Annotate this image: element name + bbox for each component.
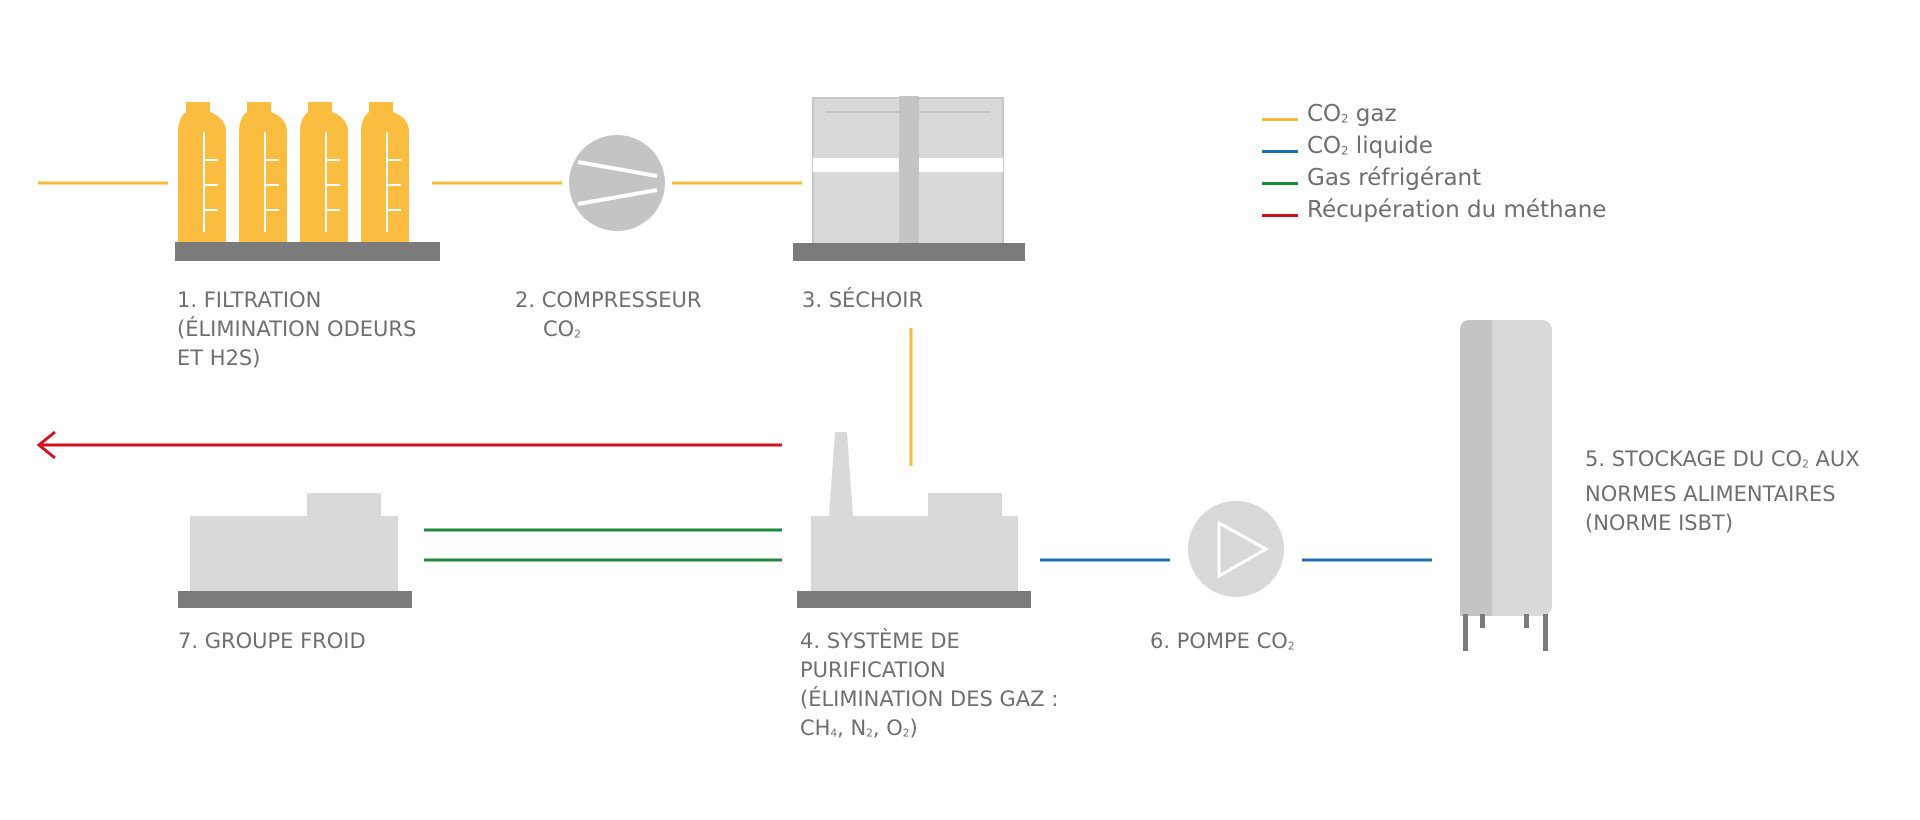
filter-cylinders-icon: [175, 102, 440, 261]
legend-label: Gas réfrigérant: [1307, 165, 1482, 191]
legend-swatch-methane: [1262, 214, 1298, 217]
storage-tank-icon: [1460, 320, 1552, 651]
label-dryer: 3. SÉCHOIR: [802, 288, 924, 312]
compressor-icon: [569, 135, 665, 231]
legend-swatch-co2-liquid: [1262, 150, 1298, 153]
label-compressor: 2. COMPRESSEUR CO2: [515, 288, 702, 341]
label-chiller: 7. GROUPE FROID: [178, 629, 366, 653]
label-purification: 4. SYSTÈME DE PURIFICATION (ÉLIMINATION …: [800, 629, 1059, 740]
legend-label: Récupération du méthane: [1307, 197, 1607, 223]
legend-swatch-co2-gas: [1262, 118, 1298, 121]
purification-unit-icon: [797, 432, 1031, 608]
pump-play-icon: [1188, 501, 1284, 597]
label-storage: 5. STOCKAGE DU CO2 AUX NORMES ALIMENTAIR…: [1585, 447, 1860, 535]
legend-swatch-refrigerant: [1262, 182, 1298, 185]
flow-lines: [36, 181, 1432, 562]
label-filtration: 1. FILTRATION (ÉLIMINATION ODEURS ET H2S…: [177, 288, 417, 370]
label-pump: 6. POMPE CO2: [1150, 629, 1295, 653]
chiller-unit-icon: [178, 493, 412, 608]
dryer-icon: [793, 96, 1025, 261]
legend-label: CO: [1307, 133, 1342, 159]
methane-arrow-head: [36, 430, 56, 460]
legend-label: CO: [1307, 101, 1342, 127]
